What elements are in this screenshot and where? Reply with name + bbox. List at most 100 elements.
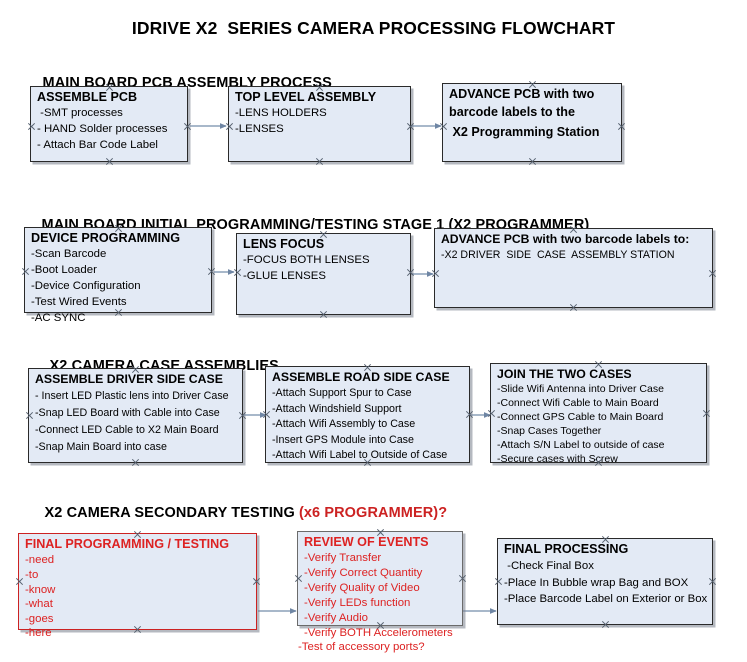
box-title: REVIEW OF EVENTS — [304, 535, 429, 549]
box-line: -Snap LED Board with Cable into Case — [35, 406, 220, 419]
connector-handle-top[interactable] — [569, 225, 578, 234]
connector-handle-right[interactable] — [617, 122, 626, 131]
box-line: -Verify LEDs function — [304, 596, 411, 609]
box-line-list: -LENS HOLDERS -LENSES — [235, 106, 405, 138]
connector-handle-bottom[interactable] — [363, 458, 372, 467]
box-line: -AC SYNC — [31, 312, 86, 325]
box-final-programming-testing[interactable]: FINAL PROGRAMMING / TESTING -need -to -k… — [15, 530, 257, 639]
box-line: -Check Final Box — [504, 560, 594, 573]
connector-handle-left[interactable] — [233, 268, 242, 277]
connector-handle-right[interactable] — [183, 122, 192, 131]
box-join-the-two-cases[interactable]: JOIN THE TWO CASES -Slide Wifi Antenna i… — [487, 360, 707, 465]
connector-handle-right[interactable] — [252, 577, 261, 586]
connector-handle-bottom[interactable] — [131, 458, 140, 467]
connector-handle-right[interactable] — [702, 409, 711, 418]
connector-handle-top[interactable] — [114, 224, 123, 233]
box-line-list: -need -to -know -what -goes -here — [25, 553, 251, 641]
box-line: -Connect LED Cable to X2 Main Board — [35, 423, 219, 436]
box-line: -Attach Wifi Assembly to Case — [272, 418, 416, 431]
box-line: - HAND Solder processes — [37, 123, 168, 136]
connector-handle-bottom[interactable] — [133, 625, 142, 634]
box-review-of-events[interactable]: REVIEW OF EVENTS -Verify Transfer -Verif… — [294, 528, 463, 653]
connector-handle-right[interactable] — [207, 267, 216, 276]
connector-handle-right[interactable] — [708, 577, 717, 586]
connector-handle-top[interactable] — [376, 528, 385, 537]
connector-handle-right[interactable] — [708, 269, 717, 278]
box-line-list: -Scan Barcode -Boot Loader -Device Confi… — [31, 247, 206, 327]
box-line: -Attach S/N Label to outside of case — [497, 438, 665, 451]
box-advance-pcb-driver-side-station[interactable]: ADVANCE PCB with two barcode labels to: … — [434, 228, 713, 308]
box-title: ADVANCE PCB with two barcode labels to: — [441, 232, 690, 246]
connector-handle-bottom[interactable] — [594, 458, 603, 467]
box-final-processing[interactable]: FINAL PROCESSING -Check Final Box -Place… — [497, 538, 713, 625]
box-line: -Verify Audio — [304, 611, 368, 624]
box-assemble-driver-side-case[interactable]: ASSEMBLE DRIVER SIDE CASE - Insert LED P… — [28, 368, 243, 463]
connector-handle-left[interactable] — [15, 577, 24, 586]
connector-handle-left[interactable] — [439, 122, 448, 131]
connector-handle-bottom[interactable] — [114, 308, 123, 317]
connector-handle-top[interactable] — [105, 83, 114, 92]
box-line-list: -Attach Support Spur to Case -Attach Win… — [272, 386, 464, 464]
box-title: FINAL PROGRAMMING / TESTING — [25, 537, 230, 551]
box-line: -Connect Wifi Cable to Main Board — [497, 396, 659, 409]
box-line: -Slide Wifi Antenna into Driver Case — [497, 383, 664, 395]
connector-handle-top[interactable] — [601, 535, 610, 544]
box-assemble-road-side-case[interactable]: ASSEMBLE ROAD SIDE CASE -Attach Support … — [265, 366, 470, 463]
box-device-programming[interactable]: DEVICE PROGRAMMING -Scan Barcode -Boot L… — [21, 224, 212, 324]
box-line: -Place In Bubble wrap Bag and BOX — [504, 576, 689, 589]
connector-handle-left[interactable] — [27, 122, 36, 131]
box-line: -Scan Barcode — [31, 248, 107, 261]
connector-handle-bottom[interactable] — [601, 620, 610, 629]
connector-handle-right[interactable] — [458, 574, 467, 583]
connector-handle-top[interactable] — [315, 83, 324, 92]
connector-handle-bottom[interactable] — [315, 157, 324, 166]
connector-handle-right[interactable] — [406, 122, 415, 131]
connector-handle-right[interactable] — [238, 411, 247, 420]
box-line: -LENS HOLDERS — [235, 107, 327, 120]
box-line: -know — [25, 583, 56, 596]
section-heading-4-accent: (x6 PROGRAMMER)? — [298, 505, 448, 521]
connector-handle-top[interactable] — [528, 80, 537, 89]
box-line: -Snap Main Board into case — [35, 440, 167, 453]
connector-handle-bottom[interactable] — [319, 310, 328, 319]
connector-handle-left[interactable] — [262, 410, 271, 419]
connector-handle-left[interactable] — [294, 574, 303, 583]
box-line-list: -Check Final Box -Place In Bubble wrap B… — [504, 558, 707, 607]
connector-handle-left[interactable] — [21, 267, 30, 276]
connector-handle-right[interactable] — [465, 410, 474, 419]
box-line-list: barcode labels to the X2 Programming Sta… — [449, 103, 616, 141]
box-line: -goes — [25, 612, 54, 625]
connector-handle-top[interactable] — [319, 230, 328, 239]
connector-handle-top[interactable] — [131, 365, 140, 374]
connector-handle-bottom[interactable] — [569, 303, 578, 312]
connector-handle-bottom[interactable] — [105, 157, 114, 166]
connector-handle-left[interactable] — [25, 411, 34, 420]
box-advance-pcb-programming-station[interactable]: ADVANCE PCB with two barcode labels to t… — [442, 83, 622, 162]
box-line: -Verify Correct Quantity — [304, 567, 423, 580]
connector-handle-left[interactable] — [494, 577, 503, 586]
box-title: ASSEMBLE ROAD SIDE CASE — [272, 370, 450, 384]
connector-handle-bottom[interactable] — [376, 621, 385, 630]
box-overflow-line: -Test of accessory ports? — [298, 641, 425, 654]
box-lens-focus[interactable]: LENS FOCUS -FOCUS BOTH LENSES -GLUE LENS… — [236, 233, 411, 315]
connector-handle-top[interactable] — [363, 363, 372, 372]
connector-handle-top[interactable] — [594, 360, 603, 369]
connector-handle-left[interactable] — [431, 269, 440, 278]
box-assemble-pcb[interactable]: ASSEMBLE PCB -SMT processes - HAND Solde… — [30, 86, 188, 162]
connector-handle-right[interactable] — [406, 268, 415, 277]
box-line: -Secure cases with Screw — [497, 452, 618, 465]
connector-handle-left[interactable] — [487, 409, 496, 418]
box-line: -Insert GPS Module into Case — [272, 433, 414, 446]
connector-handle-top[interactable] — [133, 530, 142, 539]
box-line: -GLUE LENSES — [243, 270, 326, 283]
box-line: -Verify Transfer — [304, 552, 382, 565]
box-line: -Test Wired Events — [31, 296, 127, 309]
connector-handle-bottom[interactable] — [528, 157, 537, 166]
box-title: DEVICE PROGRAMMING — [31, 231, 181, 245]
connector-handle-left[interactable] — [225, 122, 234, 131]
box-line: -need — [25, 554, 55, 567]
box-top-level-assembly[interactable]: TOP LEVEL ASSEMBLY -LENS HOLDERS -LENSES — [228, 86, 411, 162]
box-line: -Connect GPS Cable to Main Board — [497, 410, 664, 423]
box-line: -Verify BOTH Accelerometers — [304, 626, 453, 639]
